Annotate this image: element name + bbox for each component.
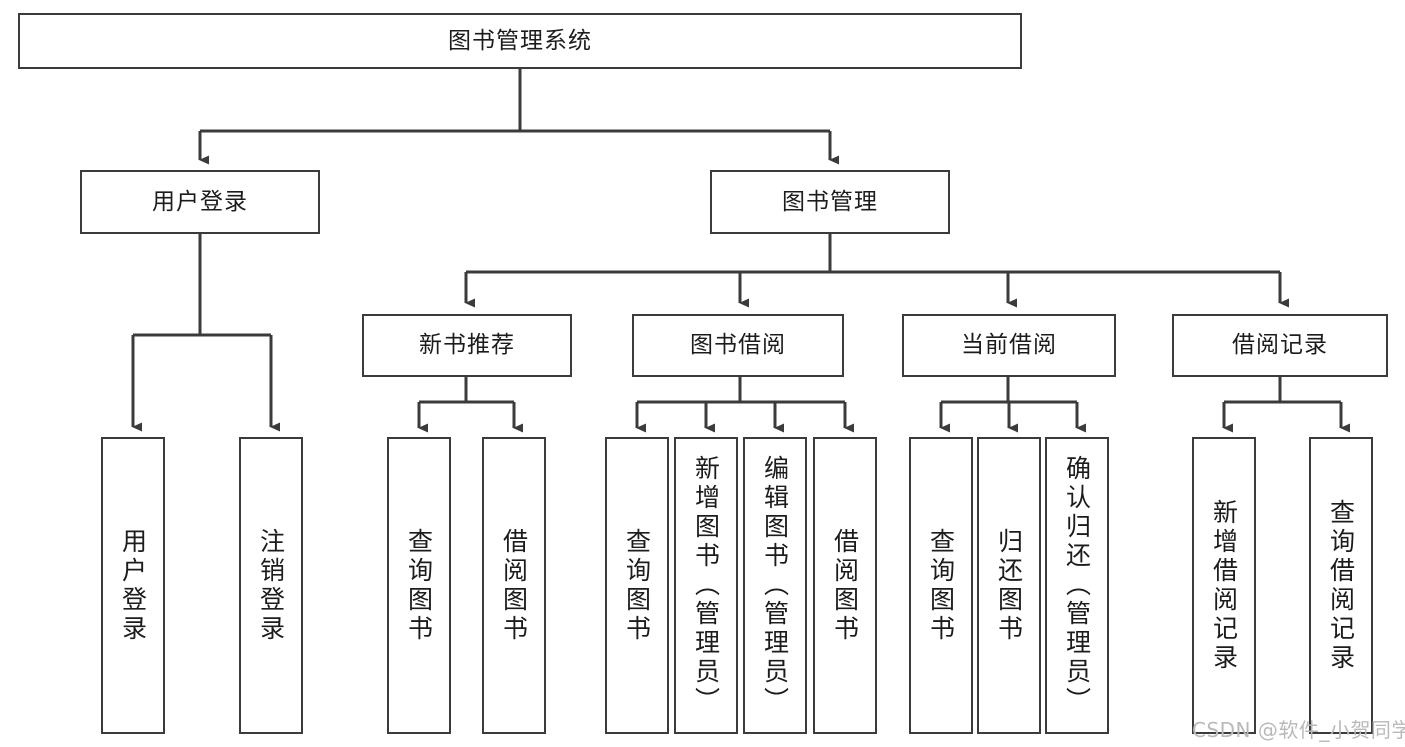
node-leaf-confirm-return[interactable]: 确认归还（管理员） <box>1045 437 1109 734</box>
node-leaf-query-record[interactable]: 查询借阅记录 <box>1309 437 1373 734</box>
node-borrow-record-label: 借阅记录 <box>1232 332 1328 359</box>
node-user-login-label: 用户登录 <box>152 188 248 215</box>
node-root-label: 图书管理系统 <box>448 27 592 54</box>
node-leaf-query-book-3[interactable]: 查询图书 <box>909 437 973 734</box>
node-new-book-recommend-label: 新书推荐 <box>419 332 515 359</box>
node-leaf-query-book-3-label: 查询图书 <box>926 527 956 644</box>
node-leaf-logout[interactable]: 注销登录 <box>239 437 303 734</box>
node-leaf-confirm-return-label: 确认归还（管理员） <box>1062 455 1092 716</box>
node-leaf-user-login-label: 用户登录 <box>118 527 148 644</box>
node-leaf-return-book[interactable]: 归还图书 <box>977 437 1041 734</box>
node-leaf-borrow-book-1-label: 借阅图书 <box>499 527 529 644</box>
node-leaf-query-book-2[interactable]: 查询图书 <box>605 437 669 734</box>
node-user-login[interactable]: 用户登录 <box>80 170 320 234</box>
node-leaf-borrow-book-1[interactable]: 借阅图书 <box>482 437 546 734</box>
node-leaf-add-book-label: 新增图书（管理员） <box>691 455 721 716</box>
node-leaf-logout-label: 注销登录 <box>256 527 286 644</box>
node-book-management[interactable]: 图书管理 <box>710 170 950 234</box>
node-leaf-query-record-label: 查询借阅记录 <box>1326 498 1356 673</box>
node-leaf-return-book-label: 归还图书 <box>994 527 1024 644</box>
node-leaf-edit-book-label: 编辑图书（管理员） <box>760 455 790 716</box>
node-book-borrow-label: 图书借阅 <box>690 332 786 359</box>
node-current-borrow-label: 当前借阅 <box>961 332 1057 359</box>
node-leaf-add-book[interactable]: 新增图书（管理员） <box>674 437 738 734</box>
node-leaf-edit-book[interactable]: 编辑图书（管理员） <box>743 437 807 734</box>
node-leaf-query-book-1-label: 查询图书 <box>404 527 434 644</box>
node-leaf-borrow-book-2-label: 借阅图书 <box>830 527 860 644</box>
node-current-borrow[interactable]: 当前借阅 <box>902 314 1116 377</box>
node-root[interactable]: 图书管理系统 <box>18 13 1022 69</box>
node-leaf-add-record[interactable]: 新增借阅记录 <box>1192 437 1256 734</box>
node-new-book-recommend[interactable]: 新书推荐 <box>362 314 572 377</box>
node-leaf-add-record-label: 新增借阅记录 <box>1209 498 1239 673</box>
node-leaf-borrow-book-2[interactable]: 借阅图书 <box>813 437 877 734</box>
node-leaf-query-book-1[interactable]: 查询图书 <box>387 437 451 734</box>
node-book-borrow[interactable]: 图书借阅 <box>632 314 844 377</box>
node-borrow-record[interactable]: 借阅记录 <box>1172 314 1388 377</box>
node-book-management-label: 图书管理 <box>782 188 878 215</box>
node-leaf-query-book-2-label: 查询图书 <box>622 527 652 644</box>
node-leaf-user-login[interactable]: 用户登录 <box>101 437 165 734</box>
